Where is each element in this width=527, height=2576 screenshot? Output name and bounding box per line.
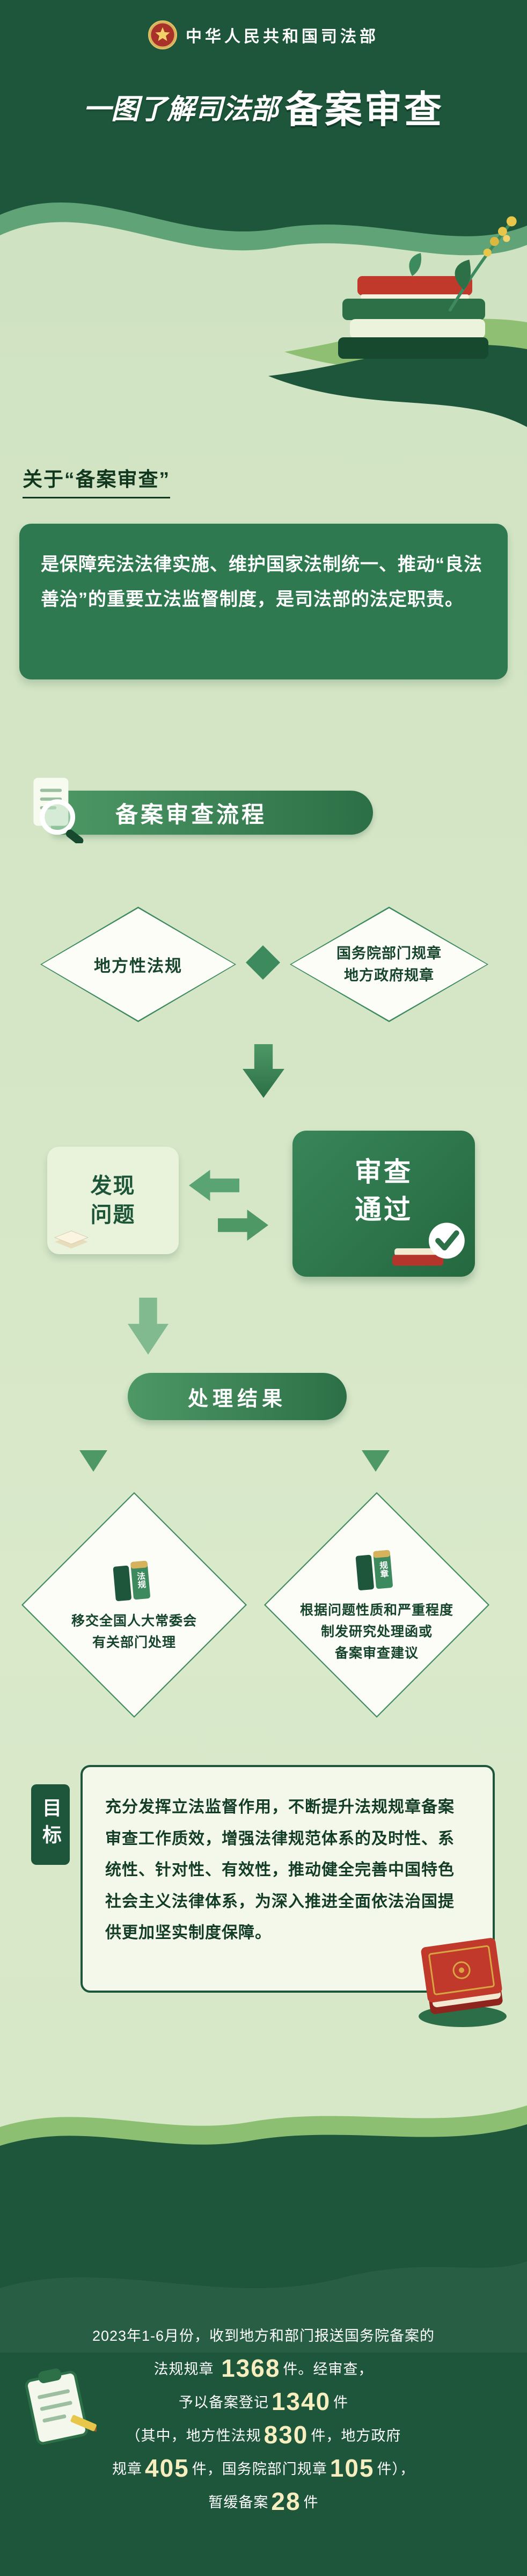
outcome-right-line2: 制发研究处理函或 — [320, 1624, 433, 1639]
review-pass-label: 审查通过 — [355, 1157, 413, 1225]
stat-text: 予以备案登记 — [178, 2394, 269, 2411]
stat-text: 件）， — [377, 2461, 415, 2477]
law-books-icon: 法规 — [113, 1560, 150, 1601]
check-book-icon — [392, 1222, 465, 1266]
law-book-label: 法规 — [135, 1571, 147, 1589]
footer-band-decoration — [0, 2261, 527, 2353]
books-stack-illustration — [338, 253, 488, 359]
goal-text: 充分发挥立法监督作用，不断提升法规规章备案审查工作质效，增强法律规范体系的及时性… — [105, 1798, 455, 1942]
diamond-connector — [246, 945, 280, 980]
stat-text: 件，地方政府 — [311, 2428, 401, 2444]
rule-books-icon: 规章 — [355, 1550, 393, 1590]
source-state-line2: 地方政府规章 — [344, 967, 434, 983]
stat-number-state-rules: 105 — [330, 2454, 375, 2482]
stat-text: 暂缓备案 — [208, 2494, 269, 2510]
arrow-left-icon — [189, 1170, 239, 1201]
source-diamond-state-inner: 国务院部门规章 地方政府规章 — [291, 908, 487, 1021]
outcome-right-text: 根据问题性质和严重程度 制发研究处理函或 备案审查建议 — [300, 1600, 453, 1664]
clipboard-pencil-icon — [25, 2368, 97, 2445]
outcome-diamond-right-inner: 规章 根据问题性质和严重程度 制发研究处理函或 备案审查建议 — [266, 1494, 488, 1716]
magnifier-paper-icon — [33, 778, 84, 843]
chevron-down-right-icon — [362, 1450, 390, 1472]
goal-label: 目标 — [31, 1784, 70, 1865]
outcome-diamond-left-inner: 法规 移交全国人大常委会 有关部门处理 — [23, 1494, 245, 1716]
stat-text: 件 — [303, 2494, 319, 2510]
footer-background — [0, 2182, 527, 2576]
source-diamond-local-regulations: 地方性法规 — [40, 907, 236, 1022]
outcome-right-line3: 备案审查建议 — [334, 1646, 419, 1661]
stat-number-total: 1368 — [221, 2354, 281, 2382]
stat-text: 法规规章 — [153, 2361, 219, 2377]
red-book-illustration — [419, 1938, 507, 2027]
arrow-right-icon — [218, 1210, 268, 1241]
outcome-diamond-right: 规章 根据问题性质和严重程度 制发研究处理函或 备案审查建议 — [264, 1492, 489, 1718]
outcome-right-line1: 根据问题性质和严重程度 — [299, 1603, 453, 1618]
stat-text: （其中，地方性法规 — [126, 2428, 261, 2444]
result-banner-label: 处理结果 — [187, 1387, 287, 1410]
source-diamond-state-rules: 国务院部门规章 地方政府规章 — [290, 907, 488, 1022]
stat-number-local-regulations: 830 — [264, 2421, 309, 2449]
ministry-header: 中华人民共和国司法部 — [0, 20, 527, 49]
outcome-diamond-left: 法规 移交全国人大常委会 有关部门处理 — [21, 1492, 247, 1718]
outcome-left-line1: 移交全国人大常委会 — [71, 1613, 197, 1629]
about-heading: 关于“备案审查” — [23, 463, 170, 498]
stat-number-postponed: 28 — [271, 2487, 301, 2515]
national-emblem-icon — [148, 20, 177, 49]
rule-book-label: 规章 — [378, 1560, 389, 1579]
process-banner: 备案审查流程 — [51, 791, 373, 835]
stat-text: 2023年1-6月份，收到地方和部门报送国务院备案的 — [92, 2328, 435, 2344]
flow-arrow-down-icon — [243, 1044, 284, 1098]
source-state-line1: 国务院部门规章 — [336, 945, 442, 961]
stat-number-local-rules: 405 — [145, 2454, 189, 2482]
stat-text: 件。经审查， — [283, 2361, 374, 2377]
pages-icon — [54, 1231, 89, 1249]
chevron-down-left-icon — [79, 1450, 107, 1472]
page-title-main: 备案审查 — [285, 89, 444, 131]
stat-line-1: 2023年1-6月份，收到地方和部门报送国务院备案的 — [32, 2319, 495, 2353]
flowers-illustration — [449, 216, 517, 312]
found-problem-box: 发现问题 — [47, 1147, 179, 1254]
result-arrow-down-icon — [128, 1298, 169, 1355]
goal-label-text: 目标 — [40, 1798, 62, 1851]
ministry-name: 中华人民共和国司法部 — [186, 28, 379, 46]
outcome-left-text: 移交全国人大常委会 有关部门处理 — [71, 1610, 197, 1653]
stat-number-registered: 1340 — [271, 2387, 331, 2415]
about-description-box: 是保障宪法法律实施、维护国家法制统一、推动“良法善治”的重要立法监督制度，是司法… — [19, 524, 508, 679]
stat-text: 规章 — [112, 2461, 142, 2477]
footer-wave-decoration — [0, 2105, 527, 2186]
page-title: 一图了解司法部备案审查 — [0, 79, 527, 134]
stat-text: 件 — [333, 2394, 349, 2411]
review-pass-box: 审查通过 — [292, 1131, 475, 1277]
found-problem-label: 发现问题 — [90, 1174, 136, 1227]
stat-text: 件，国务院部门规章 — [192, 2461, 327, 2477]
page-title-script: 一图了解司法部 — [83, 95, 279, 125]
process-banner-label: 备案审查流程 — [115, 801, 267, 827]
outcome-left-line2: 有关部门处理 — [92, 1635, 176, 1650]
source-local-label: 地方性法规 — [94, 957, 182, 975]
source-diamond-local-inner: 地方性法规 — [42, 908, 235, 1021]
about-description-text: 是保障宪法法律实施、维护国家法制统一、推动“良法善治”的重要立法监督制度，是司法… — [41, 554, 482, 610]
result-banner: 处理结果 — [128, 1373, 347, 1420]
